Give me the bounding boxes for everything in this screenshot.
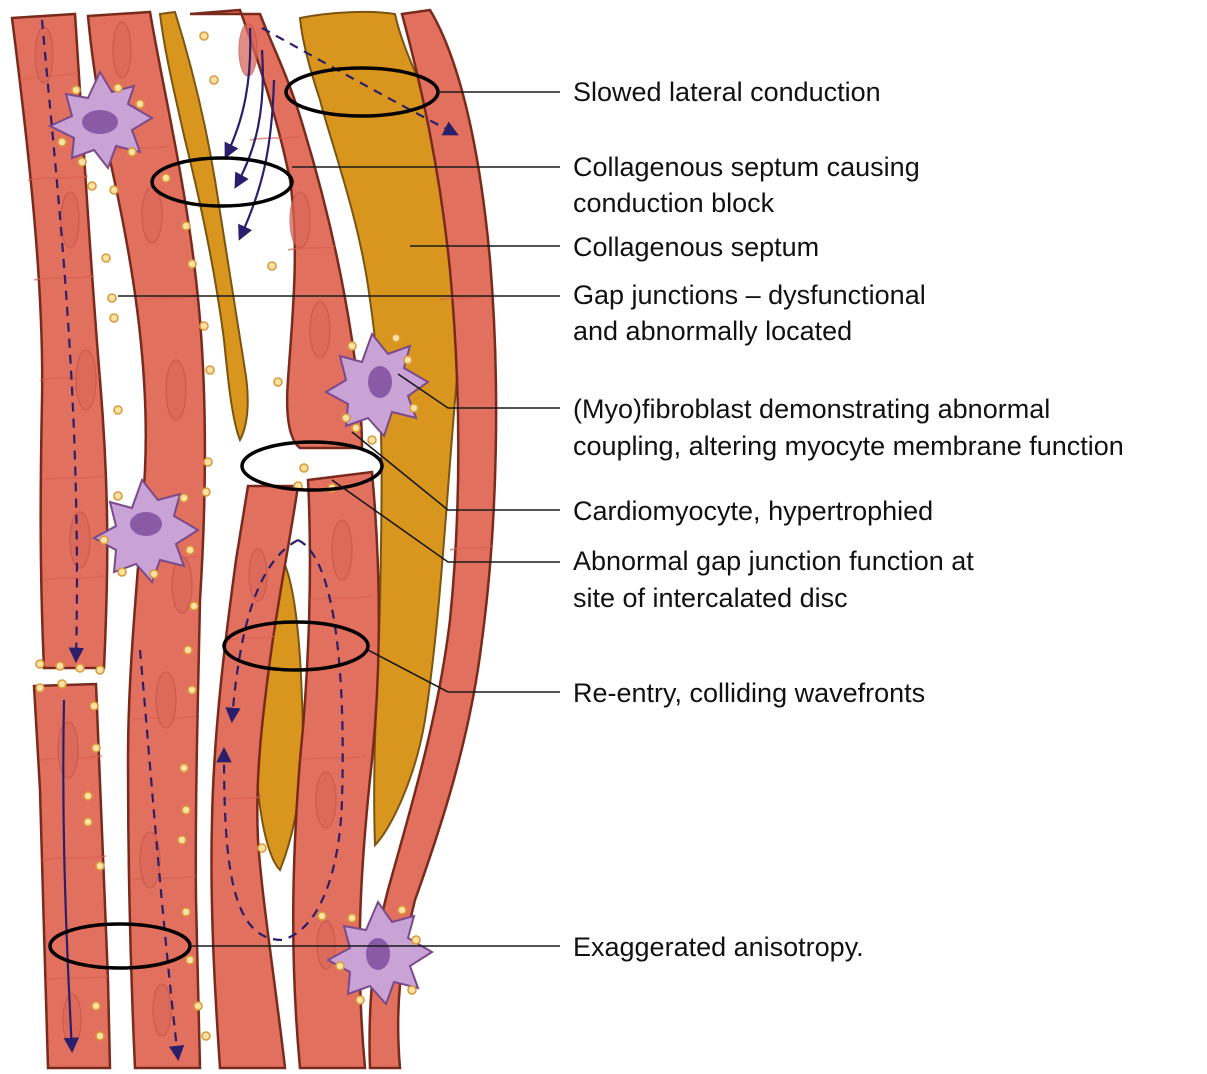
label-septum-block: Collagenous septum causing conduction bl…: [573, 152, 927, 218]
label-fibroblast: (Myo)fibroblast demonstrating abnormal c…: [573, 394, 1124, 461]
labels: Slowed lateral conduction Collagenous se…: [573, 77, 1124, 962]
label-reentry: Re-entry, colliding wavefronts: [573, 678, 925, 708]
label-slowed-lateral: Slowed lateral conduction: [573, 77, 881, 107]
label-abnormal-gap: Abnormal gap junction function at site o…: [573, 546, 981, 613]
label-cardiomyocyte: Cardiomyocyte, hypertrophied: [573, 496, 933, 526]
label-anisotropy: Exaggerated anisotropy.: [573, 932, 864, 962]
label-septum: Collagenous septum: [573, 232, 819, 262]
label-gap-junctions: Gap junctions – dysfunctional and abnorm…: [573, 280, 933, 346]
